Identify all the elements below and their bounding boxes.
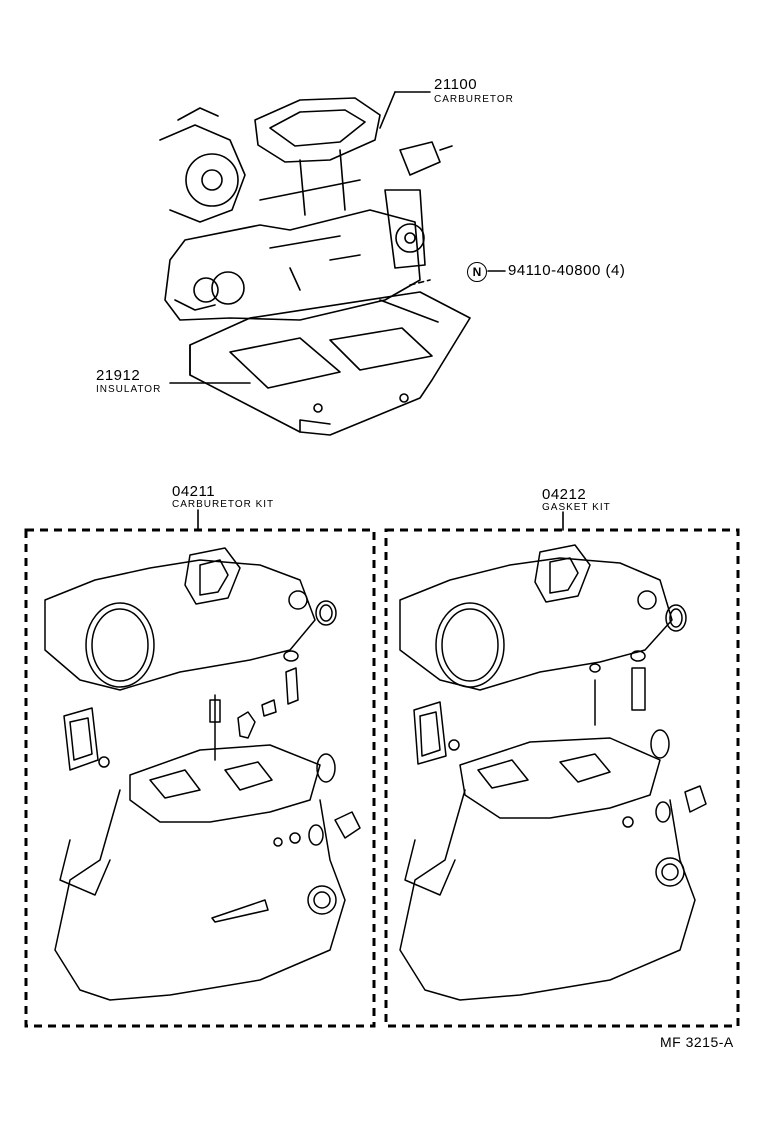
carburetor-kit-illustration xyxy=(44,547,361,1001)
insulator-part-number: 21912 xyxy=(96,367,141,384)
carburetor-illustration xyxy=(159,97,471,436)
gasket-kit-part-number: 04212 xyxy=(542,486,587,503)
figure-id: MF 3215-A xyxy=(660,1034,734,1050)
nut-quantity: (4) xyxy=(605,262,626,279)
gasket-kit-part-name: GASKET KIT xyxy=(542,502,611,513)
carburetor-kit-part-number: 04211 xyxy=(172,483,216,500)
carburetor-kit-part-name: CARBURETOR KIT xyxy=(172,499,275,510)
carburetor-leader-line-2 xyxy=(379,91,396,129)
nut-part-number: 94110-40800 (4) xyxy=(508,262,625,279)
carburetor-part-name: CARBURETOR xyxy=(434,94,514,105)
nut-symbol-icon: N xyxy=(467,262,487,282)
gasket-kit-illustration xyxy=(399,544,707,1001)
carburetor-kit-box xyxy=(24,528,376,1028)
carburetor-part-number: 21100 xyxy=(434,76,478,93)
nut-part-number-value: 94110-40800 xyxy=(508,262,601,279)
insulator-part-name: INSULATOR xyxy=(96,384,162,395)
gasket-kit-box xyxy=(384,528,740,1028)
nut-dashed-leader xyxy=(409,279,431,286)
